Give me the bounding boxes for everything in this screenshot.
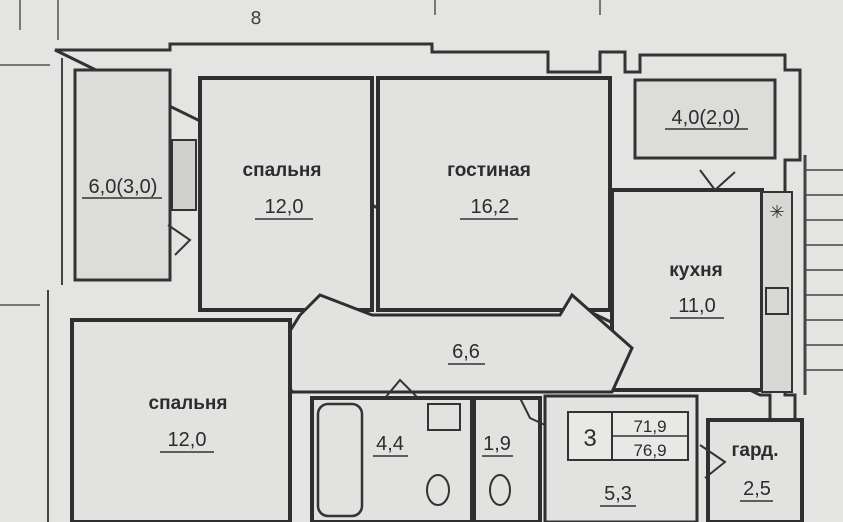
bedroom-2-area: 12,0 <box>168 429 207 451</box>
bathroom-area: 4,4 <box>376 433 404 455</box>
compass-mark: 8 <box>250 8 261 29</box>
room-entry: 3 71,9 76,9 5,3 <box>543 394 699 522</box>
hallway-area: 6,6 <box>452 341 480 363</box>
bathtub-icon <box>316 402 364 518</box>
bedroom-2-label: спальня <box>149 393 228 414</box>
door-arcs <box>167 169 736 479</box>
guide-lines <box>0 0 601 306</box>
room-balcony-right: 4,0(2,0) <box>633 78 777 160</box>
living-area-value: 71,9 <box>633 417 666 436</box>
room-bedroom-2: спальня 12,0 <box>47 290 292 522</box>
room-wardrobe: гард. 2,5 <box>706 418 804 522</box>
room-balcony-left: 6,0(3,0) <box>61 58 172 285</box>
kitchen-area: 11,0 <box>678 295 715 317</box>
room-kitchen: ✳ кухня 11,0 <box>610 155 843 395</box>
wardrobe-label: гард. <box>732 440 779 461</box>
toilet-area: 1,9 <box>483 433 511 455</box>
stove-icon: ✳ <box>769 202 784 223</box>
wardrobe-area: 2,5 <box>743 478 771 500</box>
balcony-left-area: 6,0(3,0) <box>89 176 158 198</box>
bedroom-1-label: спальня <box>243 160 322 181</box>
room-living: гостиная 16,2 <box>376 76 612 312</box>
staircase <box>803 155 843 395</box>
room-bathroom: 4,4 <box>310 396 474 522</box>
rooms-count: 3 <box>583 425 596 452</box>
living-room-area: 16,2 <box>471 196 510 218</box>
kitchen-label: кухня <box>669 260 722 281</box>
entry-area: 5,3 <box>604 483 632 505</box>
toilet-icon <box>426 474 450 506</box>
room-toilet: 1,9 <box>472 396 542 522</box>
total-area-value: 76,9 <box>633 441 666 460</box>
living-room-label: гостиная <box>447 160 531 181</box>
balcony-right-area: 4,0(2,0) <box>672 107 741 129</box>
toilet-icon <box>489 474 511 506</box>
sink-icon <box>427 403 461 431</box>
room-bedroom-1: спальня 12,0 <box>171 76 374 312</box>
bedroom-1-area: 12,0 <box>265 196 304 218</box>
sink-icon <box>765 287 789 315</box>
